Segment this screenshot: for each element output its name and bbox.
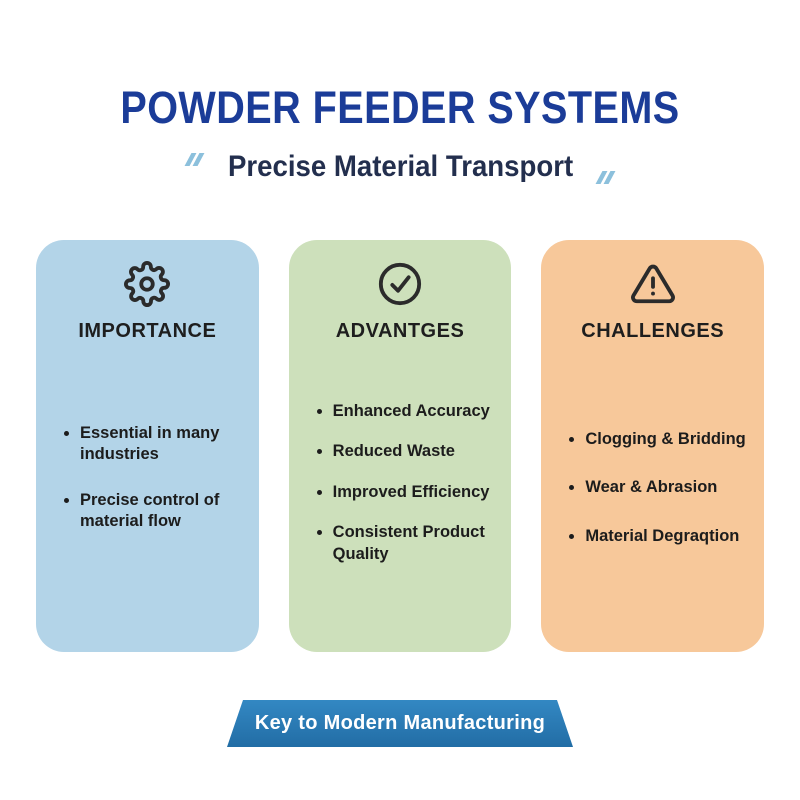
warning-triangle-icon	[630, 260, 676, 308]
card-heading: ADVANTGES	[335, 320, 465, 342]
page-subtitle: Precise Material Transport	[228, 150, 574, 183]
bullet-item: Clogging & Bridding	[585, 429, 746, 450]
card-heading: IMPORTANCE	[78, 320, 217, 342]
bullet-list: Clogging & Bridding Wear & Abrasion Mate…	[555, 429, 750, 574]
subtitle-row: Precise Material Transport	[0, 150, 800, 184]
bullet-item: Consistent Product Quality	[333, 522, 494, 565]
gear-icon	[124, 260, 171, 308]
bullet-item: Enhanced Accuracy	[333, 401, 494, 422]
header: POWDER FEEDER SYSTEMS Precise Material T…	[0, 82, 800, 184]
bullet-list: Essential in many industries Precise con…	[50, 423, 245, 557]
card-importance: IMPORTANCE Essential in many industries …	[36, 240, 259, 652]
decorative-flick-left-icon	[184, 152, 205, 166]
check-circle-icon	[377, 260, 423, 308]
bullet-item: Essential in many industries	[80, 423, 241, 466]
banner-label: Key to Modern Manufacturing	[254, 712, 546, 734]
cards-row: IMPORTANCE Essential in many industries …	[36, 240, 765, 652]
bullet-item: Material Degraqtion	[585, 526, 746, 547]
decorative-flick-right-icon	[595, 170, 616, 184]
bullet-item: Wear & Abrasion	[585, 477, 746, 498]
bullet-item: Precise control of material flow	[80, 490, 241, 533]
footer-banner: Key to Modern Manufacturing	[227, 700, 573, 747]
bullet-item: Reduced Waste	[333, 441, 494, 462]
page-title: POWDER FEEDER SYSTEMS	[120, 82, 680, 133]
bullet-list: Enhanced Accuracy Reduced Waste Improved…	[303, 401, 498, 584]
card-heading: CHALLENGES	[581, 320, 725, 342]
card-advantages: ADVANTGES Enhanced Accuracy Reduced Wast…	[288, 240, 512, 652]
bullet-item: Improved Efficiency	[333, 482, 494, 503]
card-challenges: CHALLENGES Clogging & Bridding Wear & Ab…	[541, 240, 765, 652]
